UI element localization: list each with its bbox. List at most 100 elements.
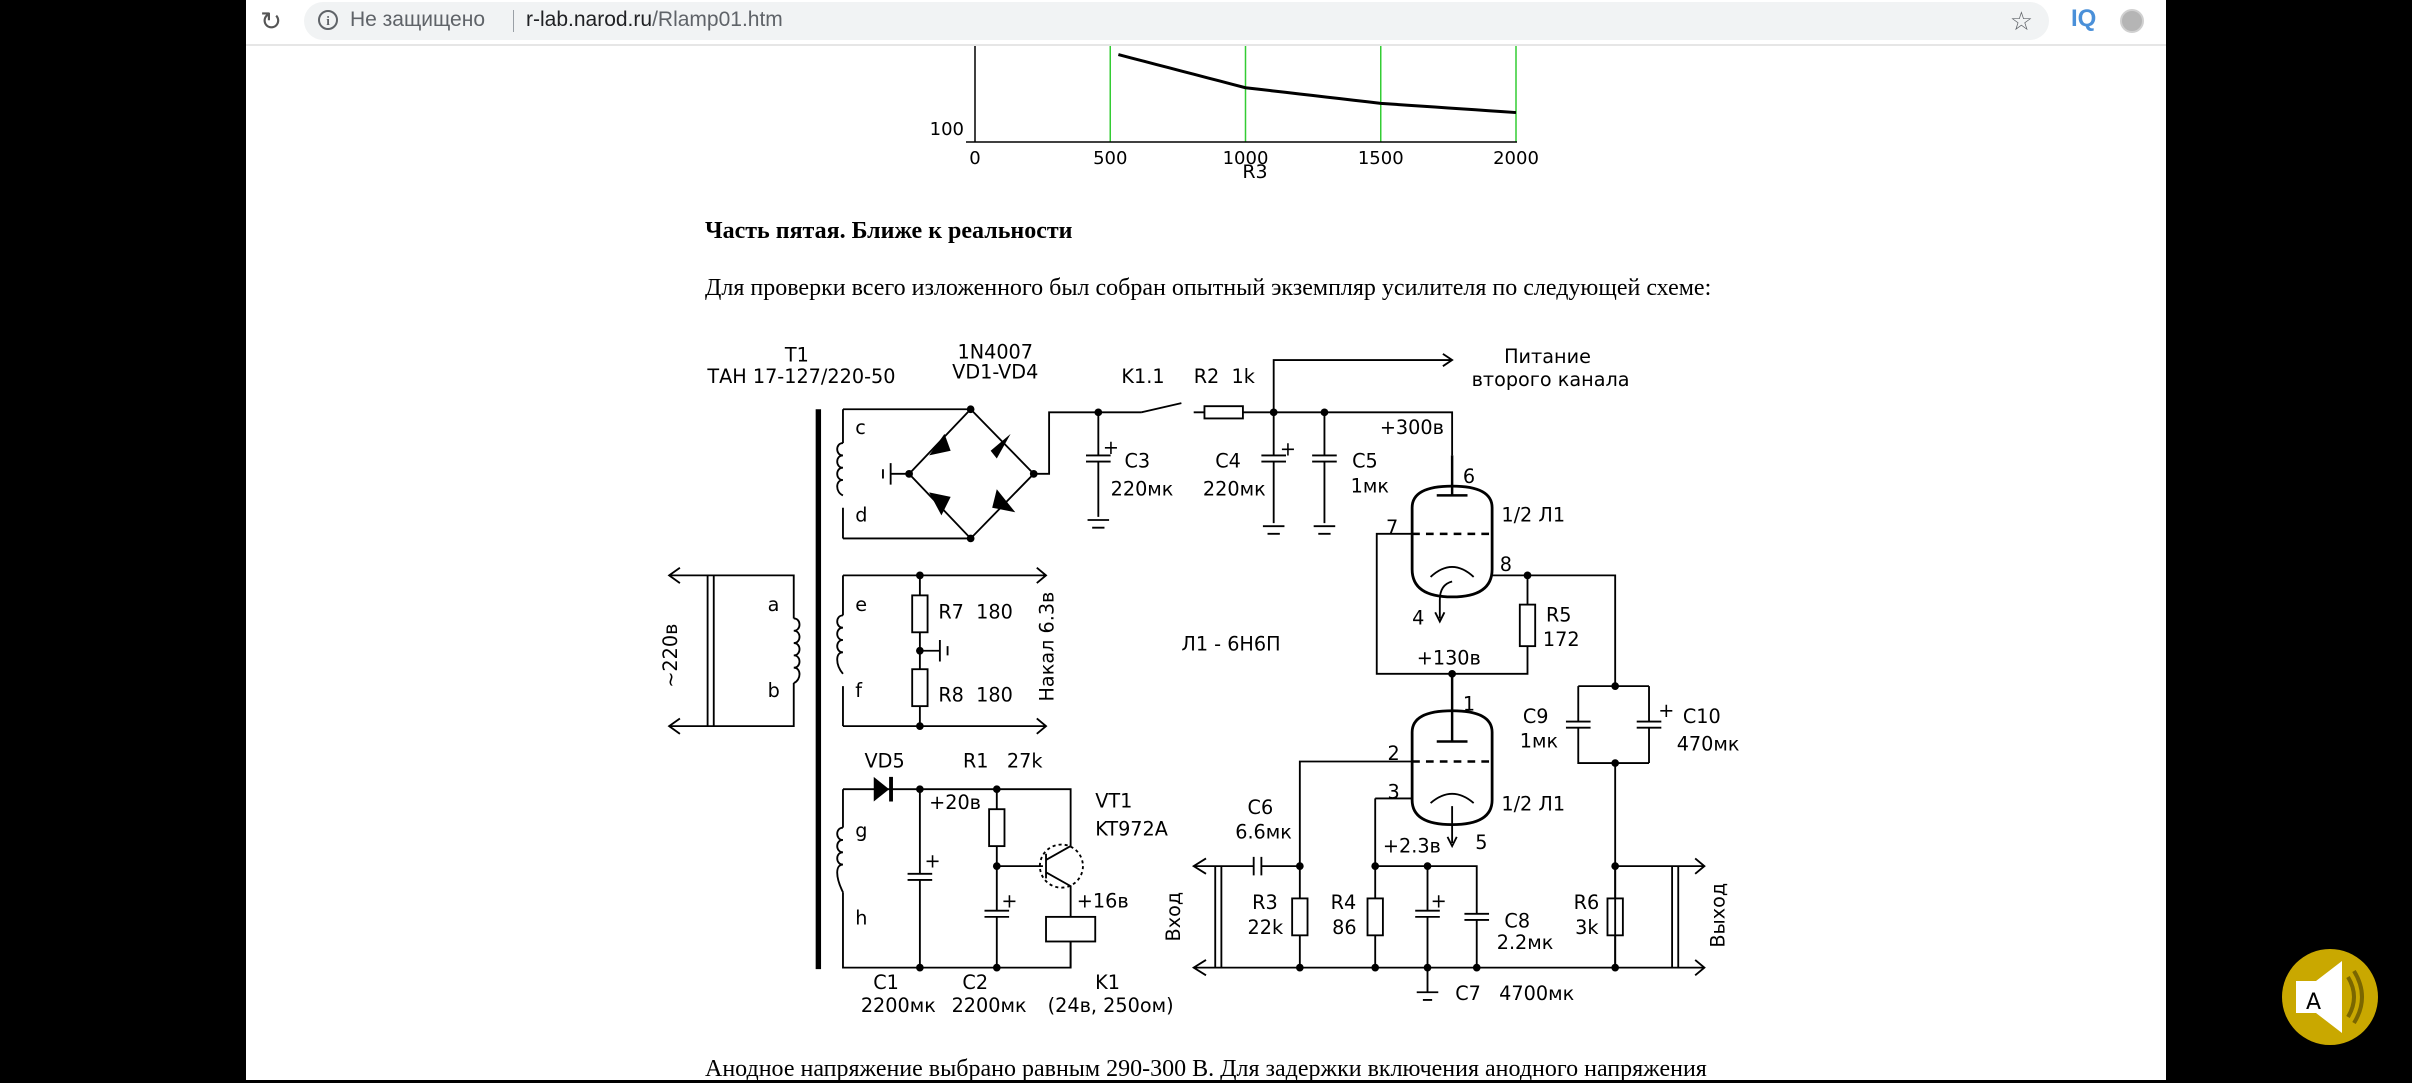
c4-name: C4 xyxy=(1215,450,1241,473)
supply-out-2: второго канала xyxy=(1472,368,1630,391)
winding-e: e xyxy=(855,593,867,616)
c2-name: C2 xyxy=(962,971,988,994)
r4-name: R4 xyxy=(1331,891,1357,914)
winding-h: h xyxy=(855,907,867,930)
tube-bottom-label: 1/2 Л1 xyxy=(1501,793,1565,816)
k11-label: K1.1 xyxy=(1121,365,1164,388)
r3-name: R3 xyxy=(1252,891,1278,914)
primary-winding xyxy=(667,566,801,735)
mains-label: ~220в xyxy=(659,624,682,688)
k1-value: (24в, 250ом) xyxy=(1048,994,1174,1017)
c7-plus: + xyxy=(1431,890,1447,913)
ag-audio-logo-icon[interactable]: A xyxy=(2280,947,2380,1047)
intro-paragraph: Для проверки всего изложенного был собра… xyxy=(705,275,1712,301)
tube-upper xyxy=(1375,455,1617,687)
relay-delay-circuit xyxy=(836,788,1097,969)
url-text[interactable]: r-lab.narod.ru/Rlamp01.htm xyxy=(526,8,783,32)
bridge-diodes xyxy=(905,405,1329,543)
c7-label: C7 4700мк xyxy=(1455,982,1574,1005)
c4-plus: + xyxy=(1280,437,1296,460)
winding-g: g xyxy=(855,819,867,842)
c4-value: 220мк xyxy=(1203,477,1266,500)
chart-curve xyxy=(1117,53,1517,115)
winding-b: b xyxy=(768,679,780,702)
v130-label: +130в xyxy=(1417,647,1481,670)
tube-type: Л1 - 6Н6П xyxy=(1181,633,1280,656)
browser-toolbar: ↻ i Не защищено r-lab.narod.ru/Rlamp01.h… xyxy=(246,0,2166,46)
junction-dots xyxy=(1295,571,1620,972)
winding-f: f xyxy=(855,679,863,702)
x-axis-label: R3 xyxy=(1242,161,1267,183)
c1-name: C1 xyxy=(873,971,899,994)
input-label: Вход xyxy=(1162,892,1185,942)
c9-name: C9 xyxy=(1523,705,1549,728)
r7-label: R7 180 xyxy=(938,600,1012,623)
tube-lower xyxy=(1410,673,1494,849)
c2-plus: + xyxy=(1001,890,1017,913)
separator xyxy=(513,10,514,32)
c10-value: 470мк xyxy=(1677,733,1740,756)
winding-a: a xyxy=(768,593,780,616)
tube-top-label: 1/2 Л1 xyxy=(1501,504,1565,527)
bridge-name: VD1-VD4 xyxy=(952,360,1038,383)
pin4: 4 xyxy=(1412,607,1424,630)
r4-value: 86 xyxy=(1332,916,1356,939)
heater-circuit xyxy=(836,566,1048,735)
c6-value: 6.6мк xyxy=(1235,820,1292,843)
x-tick-label: 1500 xyxy=(1358,148,1404,169)
url-path: /Rlamp01.htm xyxy=(652,8,783,31)
pin7: 7 xyxy=(1386,516,1398,539)
next-paragraph: Анодное напряжение выбрано равным 290-30… xyxy=(705,1056,1707,1082)
v16-label: +16в xyxy=(1077,890,1129,913)
x-tick-label: 2000 xyxy=(1493,148,1539,169)
profile-extension-icon[interactable] xyxy=(2120,9,2144,33)
r6-value: 3k xyxy=(1575,916,1599,939)
pin2: 2 xyxy=(1388,742,1400,765)
r5-name: R5 xyxy=(1546,604,1572,627)
iq-extension-icon[interactable]: IQ xyxy=(2071,5,2097,32)
security-label[interactable]: Не защищено xyxy=(350,8,485,31)
pin5: 5 xyxy=(1475,831,1487,854)
bridge-type: 1N4007 xyxy=(957,340,1033,363)
web-page xyxy=(246,0,2166,1080)
input-stage xyxy=(1191,760,1706,1001)
star-icon[interactable]: ☆ xyxy=(2009,6,2033,36)
vd5-label: VD5 xyxy=(865,750,905,773)
vt1-type: KT972A xyxy=(1095,817,1168,840)
reload-icon[interactable]: ↻ xyxy=(260,6,282,36)
pin3: 3 xyxy=(1388,780,1400,803)
supply-filter xyxy=(1086,353,1454,535)
c2-value: 2200мк xyxy=(952,994,1027,1017)
c9-value: 1мк xyxy=(1520,730,1558,753)
x-tick-label: 0 xyxy=(969,148,980,169)
c10-plus: + xyxy=(1658,699,1674,722)
v23-label: +2.3в xyxy=(1383,834,1441,857)
svg-text:A: A xyxy=(2306,990,2321,1015)
winding-c: c xyxy=(855,416,866,439)
vt1-name: VT1 xyxy=(1095,790,1132,813)
t1-name: T1 xyxy=(784,344,809,367)
r5-value: 172 xyxy=(1543,628,1580,651)
r2-label: R2 1k xyxy=(1194,365,1256,388)
vd5-diode xyxy=(873,776,1001,972)
pin1: 1 xyxy=(1463,693,1475,716)
info-icon[interactable]: i xyxy=(318,10,338,30)
output-label: Выход xyxy=(1706,883,1729,948)
pin6: 6 xyxy=(1463,465,1475,488)
c3-name: C3 xyxy=(1124,450,1150,473)
c10-name: C10 xyxy=(1683,705,1721,728)
heater-label: Накал 6.3в xyxy=(1036,592,1059,702)
r8-label: R8 180 xyxy=(938,684,1012,707)
url-host: r-lab.narod.ru xyxy=(526,8,653,31)
address-bar[interactable]: i Не защищено r-lab.narod.ru/Rlamp01.htm… xyxy=(304,2,2049,40)
c6-name: C6 xyxy=(1248,796,1274,819)
c5-value: 1мк xyxy=(1351,474,1389,497)
t1-type: ТАН 17-127/220-50 xyxy=(706,365,895,388)
r1-label: R1 27k xyxy=(963,750,1043,773)
v300-label: +300в xyxy=(1380,416,1444,439)
x-tick-label: 500 xyxy=(1093,148,1127,169)
c1-plus: + xyxy=(924,850,940,873)
r3-value: 22k xyxy=(1248,916,1284,939)
